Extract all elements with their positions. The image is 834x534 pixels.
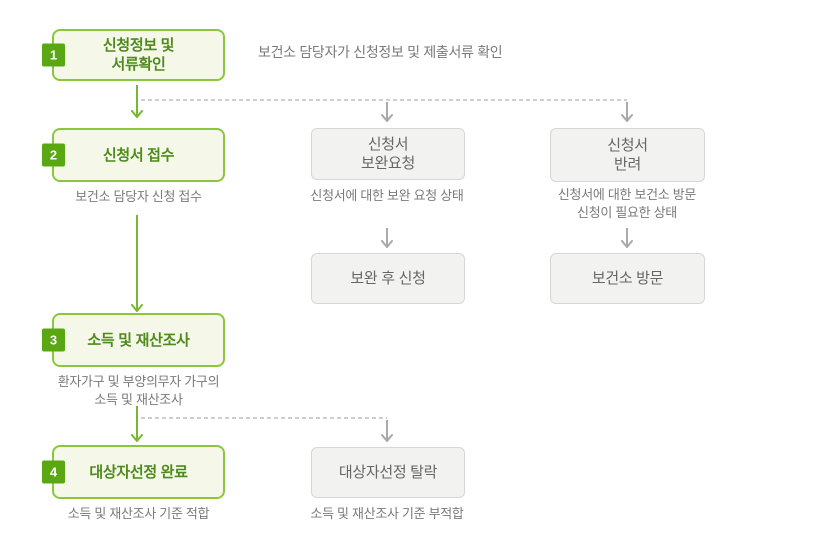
branch-box-visit-health-center: 보건소 방문 xyxy=(550,253,705,304)
step-4-caption: 소득 및 재산조사 기준 적합 xyxy=(67,506,210,521)
step-box-1: 1 신청정보 및 서류확인 xyxy=(42,29,225,81)
application-return-title: 신청서 반려 xyxy=(607,137,648,173)
step-1-number-badge: 1 xyxy=(42,43,65,67)
step-box-2: 2 신청서 접수 xyxy=(42,128,225,182)
step-box-3: 3 소득 및 재산조사 xyxy=(42,313,225,367)
application-return-caption: 신청서에 대한 보건소 방문 신청이 필요한 상태 xyxy=(557,187,697,220)
step-3-caption: 환자가구 및 부양의무자 가구의 소득 및 재산조사 xyxy=(57,374,220,407)
selection-rejected-caption: 소득 및 재산조사 기준 부적합 xyxy=(310,506,464,521)
step-1-title: 신청정보 및 서류확인 xyxy=(102,37,175,73)
supplement-request-title: 신청서 보완요청 xyxy=(360,136,415,172)
supplement-request-caption: 신청서에 대한 보완 요청 상태 xyxy=(310,188,464,203)
step-4-number-badge: 4 xyxy=(42,460,65,484)
step-box-4: 4 대상자선정 완료 xyxy=(42,445,225,499)
step-2-title: 신청서 접수 xyxy=(102,146,175,164)
step-1-caption: 보건소 담당자가 신청정보 및 제출서류 확인 xyxy=(258,44,503,60)
selection-rejected-title: 대상자선정 탈락 xyxy=(338,464,438,481)
branch-box-supplement-request: 신청서 보완요청 xyxy=(311,128,465,180)
step-2-caption: 보건소 담당자 신청 접수 xyxy=(75,189,202,204)
step-4-title: 대상자선정 완료 xyxy=(89,463,188,481)
step-3-title: 소득 및 재산조사 xyxy=(87,331,190,349)
branch-box-application-return: 신청서 반려 xyxy=(550,128,705,182)
branch-box-selection-rejected: 대상자선정 탈락 xyxy=(311,447,465,498)
step-2-number-badge: 2 xyxy=(42,143,65,167)
apply-after-supplement-title: 보완 후 신청 xyxy=(350,270,426,287)
branch-box-apply-after-supplement: 보완 후 신청 xyxy=(311,253,465,304)
step-3-number-badge: 3 xyxy=(42,328,65,352)
visit-health-center-title: 보건소 방문 xyxy=(591,270,664,287)
